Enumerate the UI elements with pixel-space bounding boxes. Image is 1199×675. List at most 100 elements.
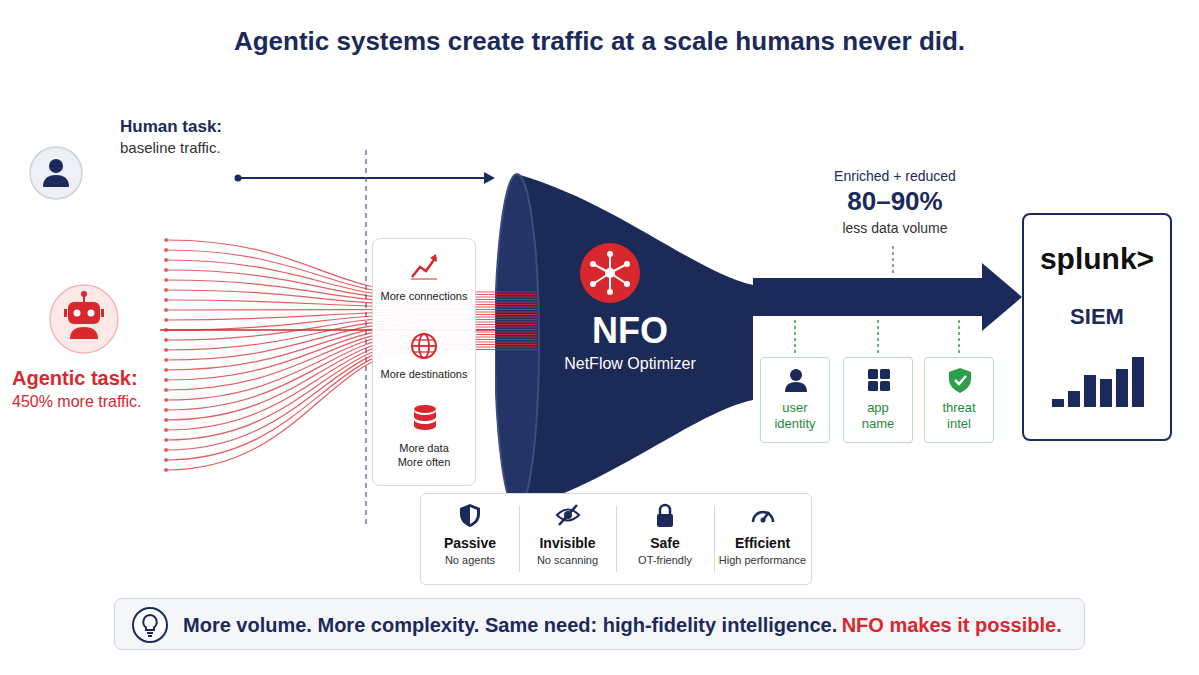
text-slot: More volume. More complexity. Same need:… <box>183 612 1062 638</box>
traffic-dot <box>164 408 168 412</box>
text-slot: SafeOT-friendly <box>618 534 712 568</box>
graphic <box>624 261 630 267</box>
graphic <box>238 177 485 179</box>
graphic <box>593 254 627 292</box>
text-slot: Enriched + reduced <box>800 168 990 184</box>
text-slot: More destinations <box>375 367 473 381</box>
traffic-dot <box>164 398 168 402</box>
graphic <box>50 285 118 353</box>
text-slot: NFONetFlow Optimizer <box>535 310 725 376</box>
task-heading: Human task: <box>120 116 238 138</box>
text-slot: app name <box>850 400 906 432</box>
traffic-dot <box>164 328 168 332</box>
graphic <box>495 332 537 333</box>
note-label: less data volume <box>800 220 990 236</box>
property-body: No agents <box>423 552 517 568</box>
graphic <box>949 368 971 393</box>
graphic <box>430 254 437 262</box>
traffic-dot <box>164 248 168 252</box>
human-task: Human task:baseline traffic. <box>28 112 238 208</box>
graphic <box>28 145 84 201</box>
graphic <box>495 307 537 308</box>
leader-line <box>892 246 893 274</box>
graphic <box>657 514 673 527</box>
enrichment-label: user identity <box>767 400 823 432</box>
funnel: NFONetFlow Optimizer <box>495 172 753 512</box>
graphic <box>750 502 776 528</box>
graphic <box>495 297 537 298</box>
graphic <box>147 632 153 634</box>
graphic <box>30 147 82 199</box>
enrichment-icon <box>946 366 974 394</box>
graphic <box>48 283 120 355</box>
property-body: No scanning <box>521 552 615 568</box>
column-divider <box>616 506 617 572</box>
graphic <box>982 263 1022 331</box>
graphic <box>495 349 537 350</box>
leader-line <box>958 320 960 354</box>
connector <box>235 172 496 184</box>
traffic-dot <box>164 468 168 472</box>
text-slot: EfficientHigh performance <box>716 534 810 568</box>
text-slot: 80–90% <box>800 186 990 217</box>
funnel-body: NetFlow Optimizer <box>535 352 725 376</box>
graphic <box>624 281 630 287</box>
graphic <box>495 294 537 295</box>
traffic-dot <box>164 268 168 272</box>
bar-chart-icon <box>1052 355 1144 409</box>
graphic <box>517 174 753 510</box>
text-slot: Agentic task:450% more traffic. <box>12 365 160 413</box>
graphic <box>495 337 537 338</box>
traffic-dot <box>164 428 168 432</box>
bulb-icon <box>131 606 169 644</box>
graphic <box>607 251 613 257</box>
caption-text: More volume. More complexity. Same need:… <box>183 614 837 636</box>
graphic <box>412 257 436 277</box>
property-icon <box>555 502 581 528</box>
text-slot: threat intel <box>931 400 987 432</box>
database-icon <box>411 403 439 435</box>
text-slot: Agentic systems create traffic at a scal… <box>0 26 1199 57</box>
graphic <box>785 382 807 392</box>
funnel-heading: NFO <box>535 310 725 352</box>
graphic <box>495 327 537 328</box>
property-title: Efficient <box>716 534 810 552</box>
graphic <box>607 289 613 295</box>
traffic-dot <box>164 358 168 362</box>
task-heading: Agentic task: <box>12 365 160 391</box>
graphic <box>495 342 537 343</box>
note-label: Enriched + reduced <box>800 168 990 184</box>
traffic-dot <box>164 278 168 282</box>
traffic-dot <box>164 308 168 312</box>
graphic <box>484 172 495 184</box>
connector <box>753 263 1022 331</box>
graphic <box>495 324 537 325</box>
chart-icon <box>409 251 439 281</box>
graphic <box>148 635 152 637</box>
task-body: baseline traffic. <box>120 138 238 158</box>
graphic <box>1052 355 1144 409</box>
enrichment-label: app name <box>850 400 906 432</box>
divider-line <box>365 150 366 528</box>
traffic-dot <box>164 338 168 342</box>
graphic <box>495 329 537 330</box>
graphic <box>559 505 577 525</box>
graphic <box>660 505 670 514</box>
text-slot: SIEM <box>1024 303 1170 331</box>
globe-icon <box>409 331 439 361</box>
enrichment-icon <box>865 366 893 394</box>
graphic <box>753 278 983 316</box>
graphic <box>868 369 878 379</box>
graphic <box>495 334 537 335</box>
text-slot: splunk> <box>1024 241 1170 277</box>
graphic <box>1052 399 1064 407</box>
leader-line <box>794 320 796 354</box>
graphic <box>495 299 537 300</box>
graphic <box>495 319 537 320</box>
traffic-dot <box>164 368 168 372</box>
graphic <box>580 243 640 303</box>
graphic <box>495 302 537 303</box>
task-body: 450% more traffic. <box>12 391 160 413</box>
graphic <box>593 273 610 284</box>
